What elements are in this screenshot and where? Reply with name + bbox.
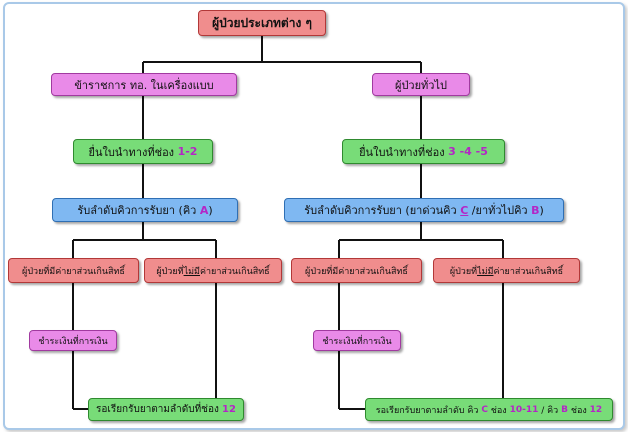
right-queue-box: รับลำดับคิวการรับยา (ยาด่วนคิว C /ยาทั่ว… bbox=[284, 198, 564, 222]
right-submit-box: ยื่นใบนำทางที่ช่อง 3 -4 -5 bbox=[342, 139, 505, 164]
right-wait-text: รอเรียกรับยาตามลำดับ คิว bbox=[375, 405, 479, 416]
left-has-copay-text: ผู้ป่วยที่มีค่ายาส่วนเกินสิทธิ์ bbox=[22, 266, 125, 277]
left-no-copay-suffix: ค่ายาส่วนเกินสิทธิ์ bbox=[199, 266, 270, 277]
right-queue-close: ) bbox=[539, 203, 544, 217]
left-pay-box: ชำระเงินที่การเงิน bbox=[29, 330, 117, 351]
left-submit-text: ยื่นใบนำทางที่ช่อง bbox=[88, 145, 175, 159]
right-category-text: ผู้ป่วยทั่วไป bbox=[395, 78, 447, 92]
title-text: ผู้ป่วยประเภทต่าง ๆ bbox=[212, 15, 312, 30]
left-queue-letter: A bbox=[199, 203, 209, 217]
right-queue-middle: /ยาทั่วไปคิว bbox=[471, 204, 528, 217]
right-queue-letter-b: B bbox=[531, 203, 540, 217]
right-wait-c-number: 10-11 bbox=[509, 404, 539, 415]
left-pay-text: ชำระเงินที่การเงิน bbox=[38, 336, 108, 347]
left-submit-box: ยื่นใบนำทางที่ช่อง 1-2 bbox=[73, 139, 213, 164]
right-wait-box: รอเรียกรับยาตามลำดับ คิว C ช่อง 10-11 / … bbox=[365, 398, 613, 421]
left-no-copay-box: ผู้ป่วยที่ไม่มีค่ายาส่วนเกินสิทธิ์ bbox=[144, 258, 282, 283]
right-no-copay-prefix: ผู้ป่วยที่ bbox=[449, 266, 478, 277]
left-submit-number: 1-2 bbox=[177, 145, 198, 158]
right-no-copay-underlined: ไม่มี bbox=[477, 266, 494, 277]
left-wait-number: 12 bbox=[222, 404, 236, 415]
left-category-text: ข้าราชการ ทอ. ในเครื่องแบบ bbox=[74, 78, 214, 92]
right-pay-text: ชำระเงินที่การเงิน bbox=[322, 336, 392, 347]
left-wait-box: รอเรียกรับยาตามลำดับที่ช่อง 12 bbox=[88, 398, 244, 421]
right-submit-text: ยื่นใบนำทางที่ช่อง bbox=[359, 145, 445, 159]
right-wait-c-channel: ช่อง bbox=[490, 405, 507, 416]
right-has-copay-box: ผู้ป่วยที่มีค่ายาส่วนเกินสิทธิ์ bbox=[291, 258, 422, 283]
left-wait-text: รอเรียกรับยาตามลำดับที่ช่อง bbox=[96, 404, 219, 415]
right-pay-box: ชำระเงินที่การเงิน bbox=[313, 330, 401, 351]
right-wait-c: C bbox=[481, 404, 488, 415]
right-wait-b-number: 12 bbox=[589, 404, 603, 415]
left-no-copay-underlined: ไม่มี bbox=[183, 266, 200, 277]
right-queue-text: รับลำดับคิวการรับยา (ยาด่วนคิว bbox=[304, 204, 457, 217]
right-wait-separator: / คิว bbox=[541, 405, 559, 416]
right-submit-number: 3 -4 -5 bbox=[448, 145, 488, 158]
right-wait-b-channel: ช่อง bbox=[570, 405, 587, 416]
right-queue-letter-c: C bbox=[460, 203, 469, 217]
left-no-copay-prefix: ผู้ป่วยที่ bbox=[156, 266, 184, 277]
right-no-copay-suffix: ค่ายาส่วนเกินสิทธิ์ bbox=[493, 266, 564, 277]
right-has-copay-text: ผู้ป่วยที่มีค่ายาส่วนเกินสิทธิ์ bbox=[305, 266, 408, 277]
left-queue-close: ) bbox=[208, 203, 213, 217]
left-queue-text: รับลำดับคิวการรับยา (คิว bbox=[77, 204, 197, 217]
left-category-box: ข้าราชการ ทอ. ในเครื่องแบบ bbox=[51, 73, 237, 96]
right-no-copay-box: ผู้ป่วยที่ไม่มีค่ายาส่วนเกินสิทธิ์ bbox=[433, 258, 580, 283]
right-wait-b: B bbox=[561, 404, 568, 415]
left-queue-box: รับลำดับคิวการรับยา (คิว A) bbox=[52, 198, 238, 222]
right-category-box: ผู้ป่วยทั่วไป bbox=[372, 73, 470, 96]
left-has-copay-box: ผู้ป่วยที่มีค่ายาส่วนเกินสิทธิ์ bbox=[8, 258, 139, 283]
title-box: ผู้ป่วยประเภทต่าง ๆ bbox=[198, 10, 326, 36]
